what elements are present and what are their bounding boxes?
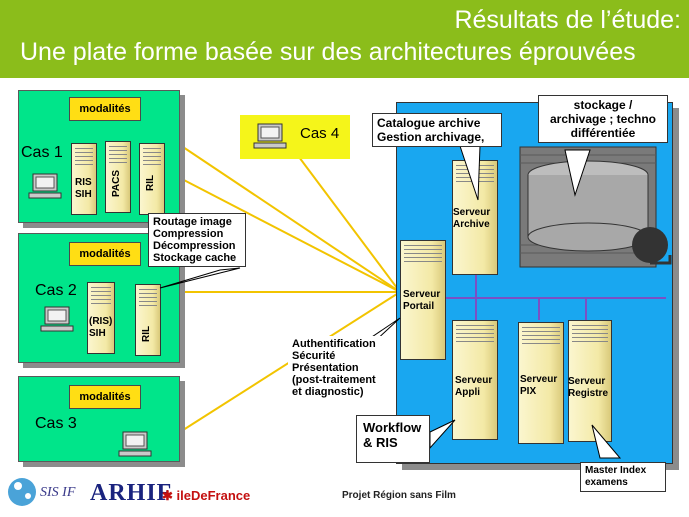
stockage-note: stockage / archivage ; techno différenti… bbox=[538, 95, 668, 143]
cas1-ris-server bbox=[71, 143, 97, 215]
link-cas1-b bbox=[179, 177, 401, 293]
registre-server bbox=[568, 320, 612, 442]
cas2-modalites: modalités bbox=[69, 242, 141, 266]
catalogue-pointer bbox=[459, 145, 481, 201]
archive-server-label: Serveur Archive bbox=[453, 207, 491, 230]
workstation-icon bbox=[253, 123, 287, 149]
registre-server-label: Serveur Registre bbox=[568, 376, 609, 399]
cas1-label: Cas 1 bbox=[21, 144, 63, 161]
catalogue-note: Catalogue archive Gestion archivage, bbox=[372, 113, 502, 147]
cas2-label: Cas 2 bbox=[35, 282, 77, 299]
sis-if-logo: SIS IF bbox=[8, 478, 76, 506]
cas1-ril-server bbox=[139, 143, 165, 215]
pix-server-label: Serveur PIX bbox=[520, 374, 558, 397]
idf-text: ileDeFrance bbox=[176, 488, 251, 503]
title-line-2: Une plate forme basée sur des architectu… bbox=[20, 38, 636, 66]
workstation-icon bbox=[118, 431, 152, 457]
arhif-logo: ARHIF bbox=[90, 480, 173, 506]
title-banner: Résultats de l’étude: Une plate forme ba… bbox=[0, 0, 689, 78]
cas2-ris-label: (RIS) SIH bbox=[89, 316, 113, 339]
ile-de-france-logo: ✱ ileDeFrance bbox=[162, 488, 251, 503]
cas3-box: modalités Cas 3 bbox=[18, 376, 180, 462]
workflow-note: Workflow & RIS bbox=[356, 415, 430, 463]
appli-server-label: Serveur Appli bbox=[455, 375, 493, 398]
link-cas1 bbox=[179, 144, 401, 293]
footer-text: Projet Région sans Film bbox=[342, 490, 456, 501]
portail-server-label: Serveur Portail bbox=[403, 289, 441, 312]
tape-reel-icon bbox=[632, 227, 672, 265]
master-pointer bbox=[591, 424, 622, 459]
workflow-pointer bbox=[429, 419, 456, 450]
cas1-pacs-server bbox=[105, 141, 131, 213]
portail-server bbox=[400, 240, 446, 360]
master-index-note: Master Index examens bbox=[580, 462, 666, 492]
cas4-box: Cas 4 bbox=[240, 115, 350, 159]
workstation-icon bbox=[40, 306, 74, 332]
cas2-ril-server bbox=[135, 284, 161, 356]
cas3-modalites: modalités bbox=[69, 385, 141, 409]
title-line-1: Résultats de l’étude: bbox=[454, 6, 681, 34]
authentification-note: Authentification Sécurité Présentation (… bbox=[288, 336, 384, 400]
stockage-pointer bbox=[564, 149, 591, 197]
link-cas4 bbox=[289, 144, 401, 293]
cas2-ris-server bbox=[87, 282, 115, 354]
routage-pointer bbox=[159, 267, 241, 289]
workstation-icon bbox=[28, 173, 62, 199]
sis-if-text: SIS IF bbox=[40, 485, 76, 500]
routage-note: Routage image Compression Décompression … bbox=[148, 213, 246, 267]
cas1-box: modalités Cas 1 RIS SIH PACS RIL bbox=[18, 90, 180, 223]
pix-server bbox=[518, 322, 564, 444]
cas4-label: Cas 4 bbox=[300, 125, 340, 142]
cas1-ris-label: RIS SIH bbox=[75, 177, 92, 200]
network-bus bbox=[440, 270, 666, 320]
cas1-modalites: modalités bbox=[69, 97, 141, 121]
cas3-label: Cas 3 bbox=[35, 415, 77, 432]
appli-server bbox=[452, 320, 498, 440]
